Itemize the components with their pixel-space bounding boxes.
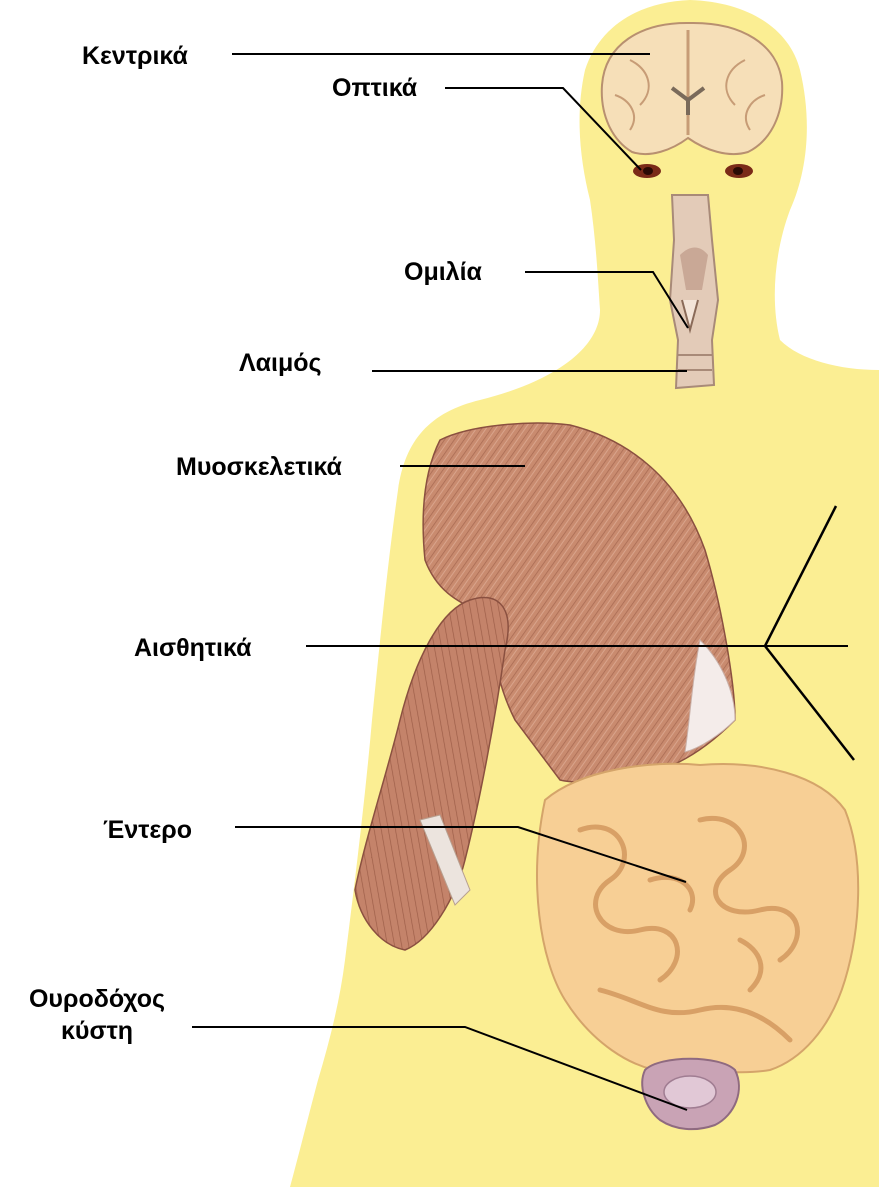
- label-bladder-line2: κύστη: [22, 1015, 172, 1047]
- larynx-illustration: [670, 195, 718, 388]
- label-musculoskeletal: Μυοσκελετικά: [176, 452, 342, 482]
- brain-illustration: [602, 23, 782, 154]
- label-bladder-line1: Ουροδόχος: [22, 983, 172, 1015]
- label-throat: Λαιμός: [239, 348, 322, 378]
- label-speech: Ομιλία: [404, 257, 482, 287]
- label-central: Κεντρικά: [82, 41, 188, 71]
- label-sensory: Αισθητικά: [134, 633, 251, 663]
- label-optical: Οπτικά: [332, 73, 417, 103]
- label-intestine: Έντερο: [103, 815, 192, 845]
- label-bladder: Ουροδόχος κύστη: [22, 983, 172, 1047]
- intestine-illustration: [537, 764, 858, 1073]
